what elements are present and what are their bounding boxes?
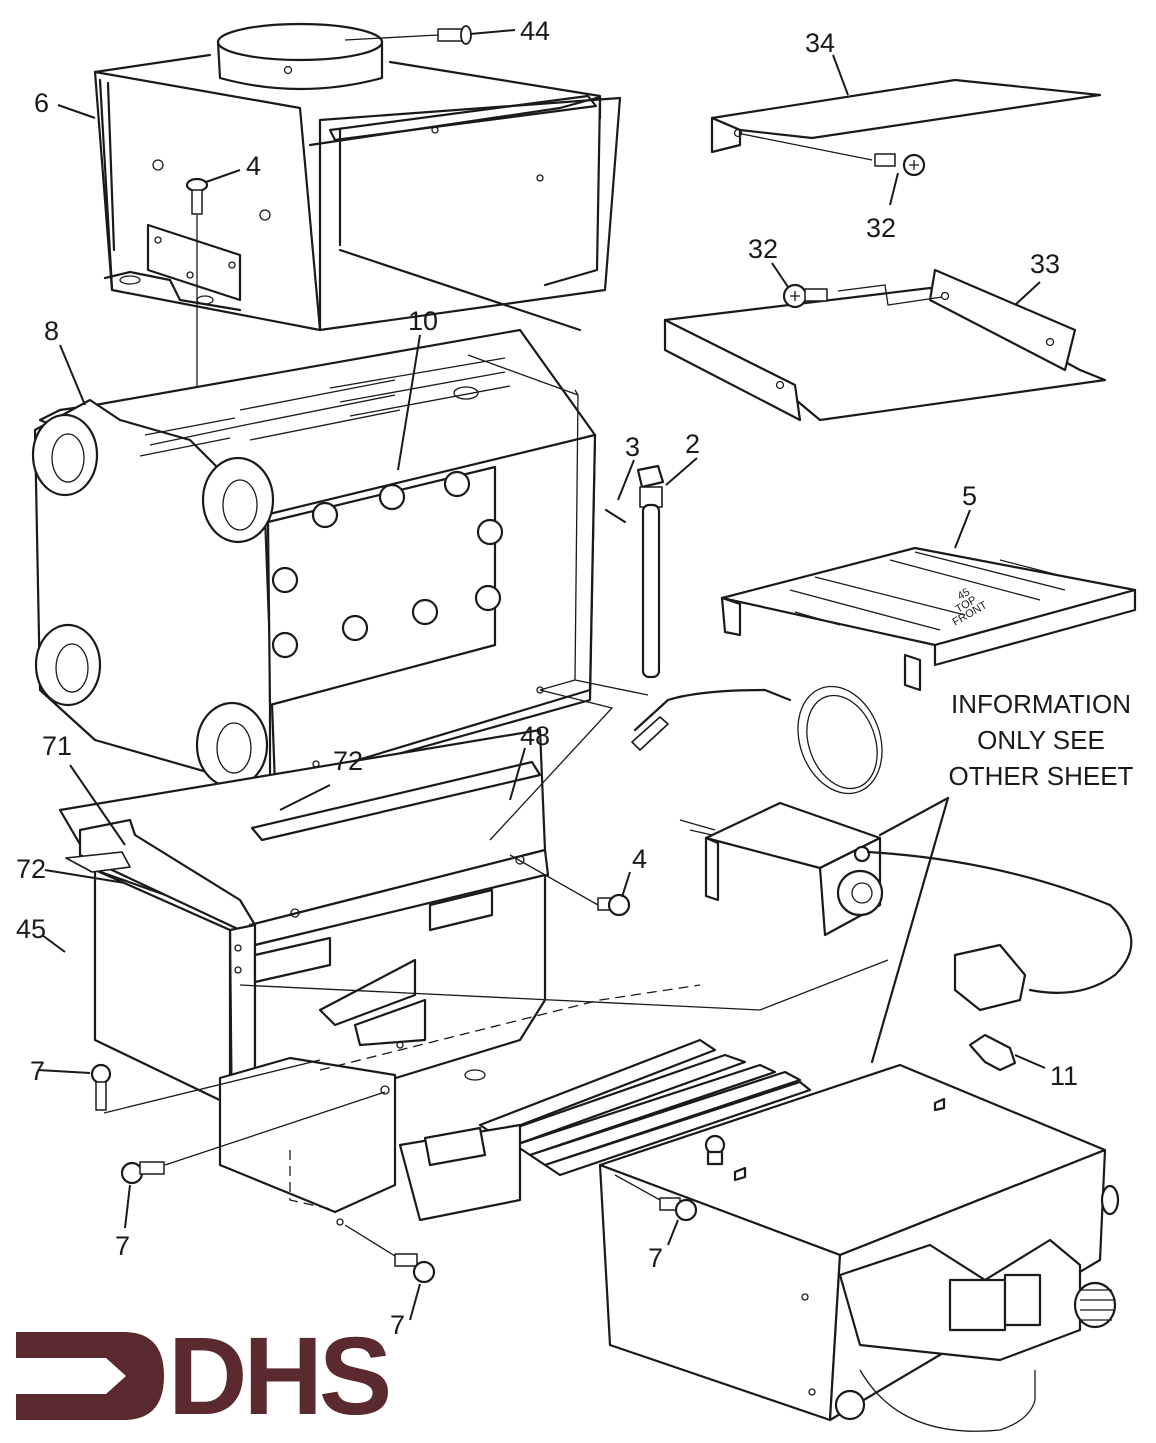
svg-text:7: 7 (115, 1231, 130, 1261)
callout-44: 44 (469, 16, 550, 46)
svg-text:7: 7 (30, 1056, 45, 1086)
callout-4-top: 4 (205, 151, 261, 183)
thermostat-pocket-part-2 (636, 464, 665, 679)
control-thermostat-module (631, 685, 1133, 1012)
callout-33: 33 (1014, 249, 1060, 306)
callout-7d: 7 (648, 1219, 679, 1273)
screw-part-7b (120, 1091, 386, 1185)
callout-6: 6 (34, 88, 96, 119)
svg-text:72: 72 (333, 746, 363, 776)
top-panel-part-34 (710, 78, 1102, 161)
callout-32-upper: 32 (866, 172, 899, 243)
callout-2: 2 (665, 429, 700, 486)
svg-text:3: 3 (625, 432, 640, 462)
callout-72-left: 72 (16, 854, 126, 884)
svg-text:8: 8 (44, 316, 59, 346)
callout-7b: 7 (115, 1184, 131, 1261)
screw-part-44 (344, 25, 472, 45)
svg-text:48: 48 (520, 721, 550, 751)
svg-text:72: 72 (16, 854, 46, 884)
heat-exchanger-part-8 (31, 328, 649, 792)
dhs-logo-text: DHS (168, 1315, 392, 1438)
flue-hood-part-6 (93, 22, 622, 332)
callout-32-lower: 32 (748, 234, 789, 288)
svg-text:2: 2 (685, 429, 700, 459)
combustion-chamber-part-45 (58, 728, 550, 1226)
callout-11: 11 (1014, 1054, 1078, 1091)
note-line-2: ONLY SEE (977, 725, 1105, 755)
assembly-reference-lines (239, 689, 950, 1071)
svg-text:6: 6 (34, 88, 49, 118)
callout-4-lower: 4 (621, 844, 647, 898)
screw-part-7a (90, 1059, 321, 1114)
note-line-1: INFORMATION (950, 689, 1132, 719)
screw-part-32-upper (874, 153, 926, 177)
svg-text:7: 7 (648, 1243, 663, 1273)
screw-part-4-lower (509, 854, 631, 917)
callout-34: 34 (805, 28, 849, 96)
svg-text:32: 32 (748, 234, 778, 264)
svg-text:4: 4 (246, 151, 261, 181)
svg-text:5: 5 (962, 481, 977, 511)
callout-7a: 7 (30, 1056, 91, 1086)
clip-part-11 (968, 1033, 1017, 1072)
svg-text:11: 11 (1050, 1061, 1078, 1091)
callout-7c: 7 (390, 1283, 421, 1340)
dhs-logo (16, 1332, 164, 1420)
information-note: INFORMATION ONLY SEE OTHER SHEET (925, 686, 1156, 794)
cover-plate-bolts (271, 470, 504, 659)
svg-text:44: 44 (520, 16, 550, 46)
callout-10: 10 (397, 306, 438, 471)
callout-48: 48 (509, 721, 550, 801)
gas-valve-assembly (598, 1063, 1120, 1432)
callout-labels: 44 6 4 34 32 32 33 8 10 3 2 5 71 72 48 7… (16, 16, 1078, 1340)
callout-71: 71 (42, 731, 126, 846)
arrow-right-icon (16, 1332, 164, 1420)
svg-text:32: 32 (866, 213, 896, 243)
callout-45: 45 (16, 914, 66, 953)
panel-bracket-part-33 (663, 268, 1107, 422)
callout-5: 5 (954, 481, 977, 549)
burner-bars (398, 1038, 812, 1222)
screw-part-7c (344, 1224, 436, 1284)
baffle-marking-45: 45 (956, 586, 973, 603)
svg-text:34: 34 (805, 28, 835, 58)
screw-part-7d (614, 1174, 698, 1222)
svg-text:33: 33 (1030, 249, 1060, 279)
note-line-3: OTHER SHEET (948, 761, 1134, 791)
svg-text:10: 10 (408, 306, 438, 336)
svg-text:71: 71 (42, 731, 72, 761)
callout-3: 3 (617, 432, 640, 501)
callout-8: 8 (44, 316, 86, 406)
svg-text:45: 45 (16, 914, 46, 944)
callout-72-top: 72 (279, 746, 363, 811)
svg-text:4: 4 (632, 844, 647, 874)
baffle-plate-part-5: 45 TOP FRONT (720, 546, 1137, 692)
clip-part-3 (604, 508, 627, 524)
screw-part-32-lower (782, 283, 828, 309)
svg-text:7: 7 (390, 1310, 405, 1340)
